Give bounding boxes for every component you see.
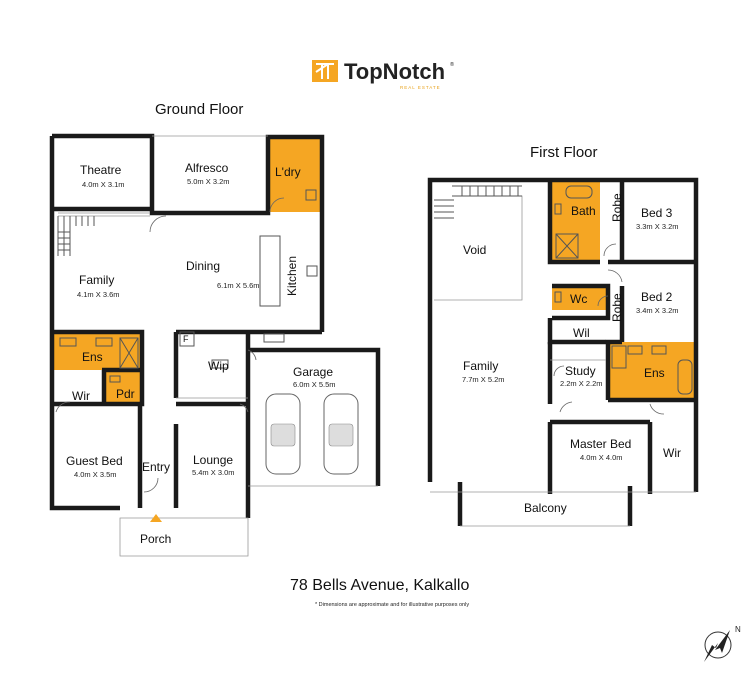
ens-basin1-icon — [627, 345, 643, 355]
alfresco-label: Alfresco — [185, 161, 229, 175]
first-family-dims: 7.7m X 5.2m — [462, 375, 505, 384]
bed3-label: Bed 3 — [641, 206, 673, 220]
ens-shower-icon — [611, 345, 627, 369]
wc-label: Wc — [570, 292, 587, 306]
topnotch-logo-icon — [312, 60, 338, 82]
entry-label: Entry — [142, 460, 170, 474]
ground-floor-title: Ground Floor — [155, 101, 243, 118]
void-label: Void — [463, 243, 486, 257]
kitchen-label: Kitchen — [285, 256, 299, 296]
ensuite-basin2-icon — [95, 337, 113, 347]
first-ensuite-label: Ens — [644, 366, 665, 380]
compass-label: N — [735, 625, 741, 634]
ground-ensuite-area — [54, 334, 140, 370]
robe1-label: Robe — [610, 193, 624, 222]
ground-ensuite-label: Ens — [82, 350, 103, 364]
brand-tagline: REAL ESTATE — [400, 85, 441, 90]
bath-toilet-icon — [554, 203, 562, 215]
garage-label: Garage — [293, 365, 333, 379]
pdr-basin-icon — [109, 375, 121, 383]
kitchen-sink-icon — [263, 333, 285, 343]
ground-wir-label: Wir — [72, 389, 90, 403]
ensuite-basin-icon — [59, 337, 77, 347]
porch-label: Porch — [140, 532, 171, 546]
ground-floor-plan: Theatre 4.0m X 3.1m Alfresco 5.0m X 3.2m… — [49, 133, 381, 557]
theatre-dims: 4.0m X 3.1m — [82, 180, 125, 189]
bed2-dims: 3.4m X 3.2m — [636, 306, 679, 315]
ground-family-label: Family — [79, 273, 114, 287]
laundry-tub-icon — [305, 189, 317, 201]
master-bed-label: Master Bed — [570, 437, 631, 451]
ensuite-shower-icon — [119, 337, 139, 369]
dining-label: Dining — [186, 259, 220, 273]
bath-label: Bath — [571, 204, 596, 218]
lounge-dims: 5.4m X 3.0m — [192, 468, 235, 477]
powder-room-area — [105, 370, 141, 402]
first-stairs — [434, 185, 522, 219]
fridge-box — [179, 331, 195, 347]
brand-name: TopNotch — [344, 59, 445, 84]
guest-bed-label: Guest Bed — [66, 454, 123, 468]
cooktop-icon — [306, 265, 318, 277]
lounge-label: Lounge — [193, 453, 233, 467]
first-wir-label: Wir — [663, 446, 681, 460]
laundry-label: L'dry — [275, 165, 301, 179]
wip-label: Wip — [208, 359, 229, 373]
theatre-label: Theatre — [80, 163, 122, 177]
bed2-label: Bed 2 — [641, 290, 673, 304]
bath-tub-icon — [565, 185, 593, 199]
entry-marker-icon — [150, 514, 162, 522]
study-label: Study — [565, 364, 596, 378]
bath-shower-icon — [555, 233, 579, 259]
wil-label: Wil — [573, 326, 590, 340]
first-floor-title: First Floor — [530, 144, 598, 161]
alfresco-dims: 5.0m X 3.2m — [187, 177, 230, 186]
fridge-label: F — [183, 334, 189, 344]
robe2-label: Robe — [610, 293, 624, 322]
wip-sink-icon — [211, 359, 229, 369]
master-bed-dims: 4.0m X 4.0m — [580, 453, 623, 462]
ens-bath-icon — [677, 359, 693, 395]
property-address: 78 Bells Avenue, Kalkallo — [290, 577, 469, 594]
dimensions-disclaimer: * Dimensions are approximate and for ill… — [315, 602, 469, 608]
compass-north-icon: N — [704, 625, 741, 662]
garage-car-right-icon — [323, 393, 359, 475]
first-floor-plan: Void Bath Robe Bed 3 3.3m X 3.2m Wc Robe… — [427, 177, 699, 527]
study-dims: 2.2m X 2.2m — [560, 379, 603, 388]
ground-family-dims: 4.1m X 3.6m — [77, 290, 120, 299]
ens-basin2-icon — [651, 345, 667, 355]
guest-bed-dims: 4.0m X 3.5m — [74, 470, 117, 479]
ground-stairs — [57, 216, 95, 256]
brand-logo: TopNotch ® REAL ESTATE — [312, 59, 454, 90]
garage-dims: 6.0m X 5.5m — [293, 380, 336, 389]
bed3-dims: 3.3m X 3.2m — [636, 222, 679, 231]
kitchen-island — [259, 235, 281, 307]
wc-area — [552, 288, 606, 310]
pdr-label: Pdr — [116, 387, 135, 401]
wc-toilet-icon — [554, 291, 562, 303]
first-family-label: Family — [463, 359, 498, 373]
dining-dims: 6.1m X 5.6m — [217, 281, 260, 290]
bath-area — [552, 182, 600, 262]
balcony-label: Balcony — [524, 501, 567, 515]
brand-registered-mark: ® — [450, 61, 454, 68]
garage-car-left-icon — [265, 393, 301, 475]
